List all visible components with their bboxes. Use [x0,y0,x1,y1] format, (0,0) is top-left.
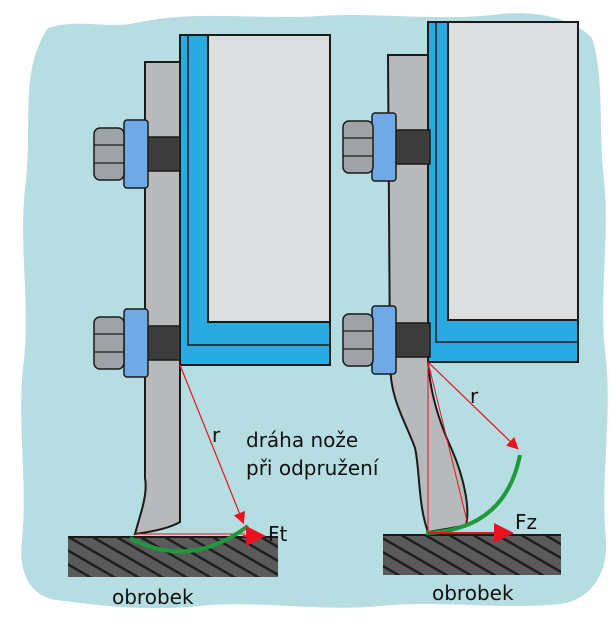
workpiece-label-left: obrobek [112,585,194,609]
nut-lower-right [342,313,374,367]
nut-lower-left [93,316,125,370]
path-label-line2: při odpružení [246,456,380,480]
workpiece-left [68,537,278,577]
radius-label-right: r [470,384,479,408]
path-label-line1: dráha nože [246,428,358,452]
nut-upper-right [342,120,374,174]
washer-lower-right [371,305,397,375]
force-label-right: Fz [515,510,537,534]
left-assembly [68,34,331,577]
force-label-left: Ft [268,522,288,546]
washer-upper-left [123,119,149,189]
tool-path-arc-right [425,454,522,535]
workpiece-label-right: obrobek [432,581,514,605]
right-assembly [342,21,579,575]
washer-lower-left [123,308,149,378]
tool-path-arc-left [129,524,250,554]
machine-body-right [427,21,579,363]
nut-upper-left [93,127,125,181]
washer-upper-right [371,112,397,182]
radius-line-left [179,364,245,525]
radius-line-right [427,361,519,450]
workpiece-right [383,535,561,575]
radius-label-left: r [212,423,221,447]
